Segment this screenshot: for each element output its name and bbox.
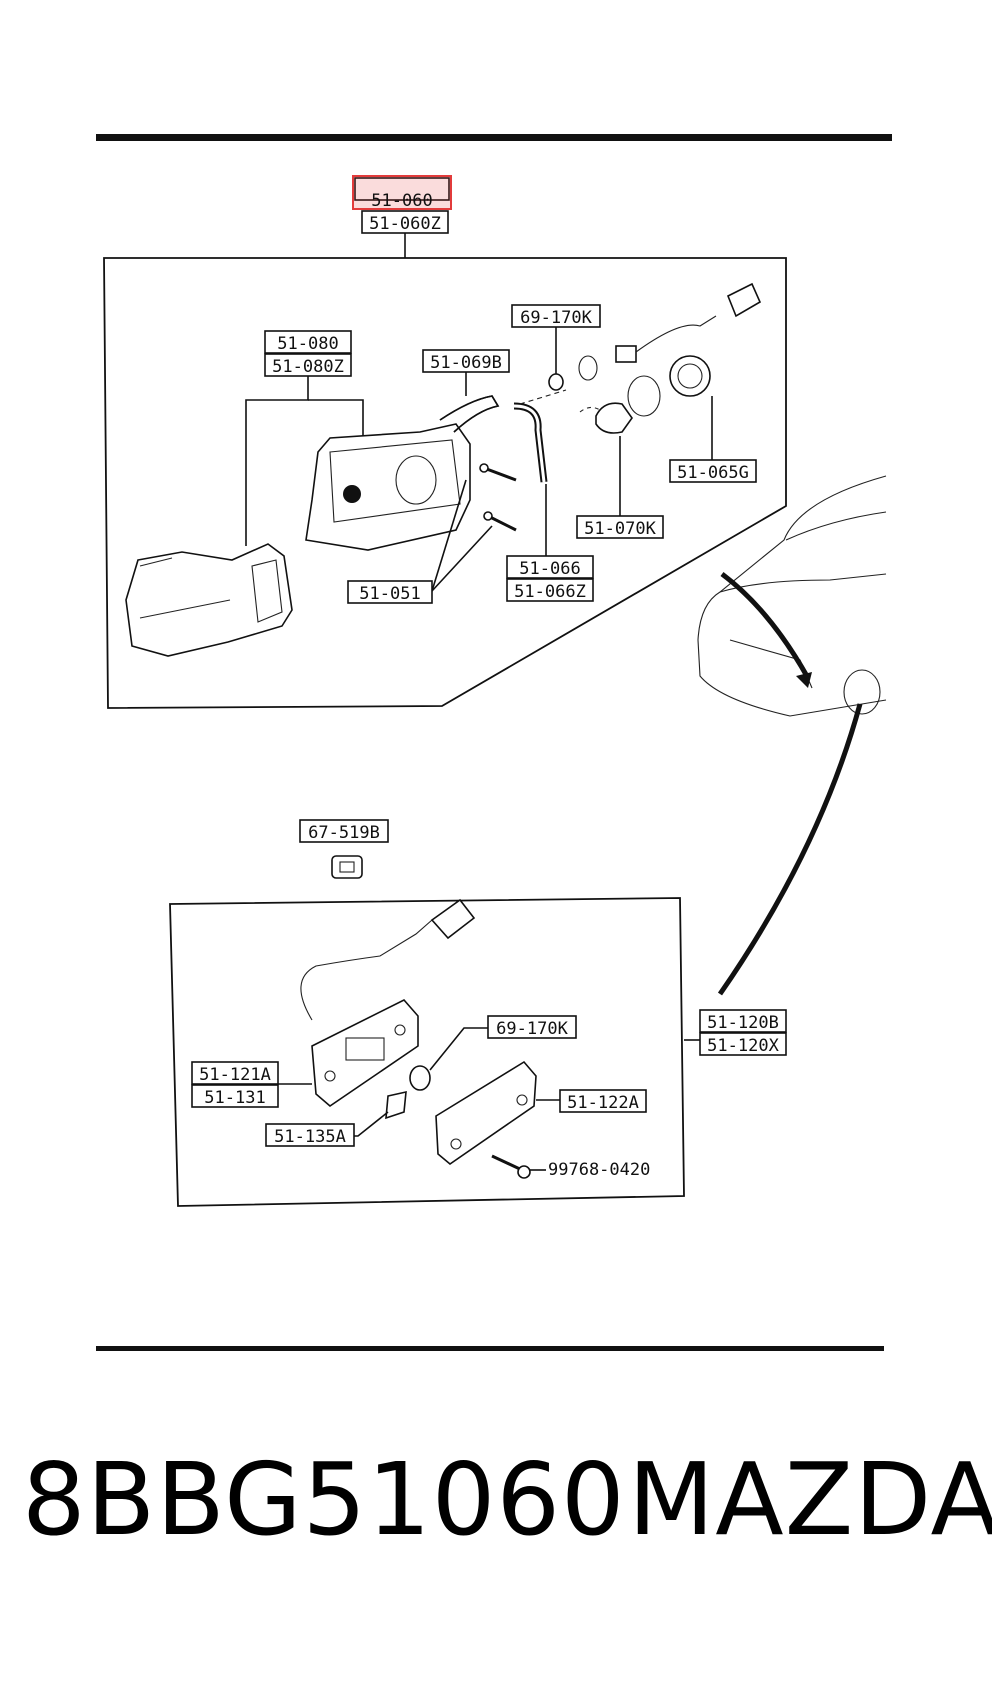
side-pad-part[interactable] [385,1090,407,1120]
side-wire-part[interactable] [300,898,476,1021]
highlight-box [352,175,452,210]
lens-part[interactable] [125,543,293,657]
callout-side-housing-b: 51-131 [204,1088,265,1108]
callout-side-screw[interactable]: 99768-0420 [548,1160,650,1180]
callout-gasket[interactable]: 51-066 51-066Z [506,555,594,602]
part-number: 8BBG51060 [22,1441,626,1558]
top-rule [96,134,892,141]
side-housing-part[interactable] [311,999,419,1108]
callout-large-bulb[interactable]: 51-070K [576,515,664,539]
side-lens-part[interactable] [435,1060,537,1166]
callout-side-bulb[interactable]: 69-170K [487,1015,577,1039]
callout-side-housing[interactable]: 51-121A 51-131 [191,1061,279,1108]
callout-small-bulb-text: 69-170K [520,308,592,328]
callout-screw-text: 51-051 [359,584,420,604]
side-screw-part[interactable] [491,1154,531,1179]
callout-side-assembly-b: 51-120X [707,1036,779,1056]
callout-assembly-main-b: 51-060Z [369,214,441,234]
callout-hose[interactable]: 51-069B [422,349,510,373]
hose-part[interactable] [439,395,500,433]
callout-hose-text: 51-069B [430,353,502,373]
callout-side-pad-text: 51-135A [274,1127,346,1147]
callout-lens-a: 51-080 [277,334,338,354]
side-bulb-part[interactable] [409,1065,431,1091]
callout-gasket-b: 51-066Z [514,582,586,602]
callout-clip[interactable]: 67-519B [299,819,389,843]
clip-part[interactable] [331,855,363,879]
socket-part[interactable] [615,282,762,417]
callout-side-pad[interactable]: 51-135A [265,1123,355,1147]
housing-part[interactable] [305,423,471,551]
callout-side-assembly[interactable]: 51-120B 51-120X [699,1009,787,1056]
large-bulb-part[interactable] [579,402,633,434]
bottom-rule [96,1346,884,1351]
callout-lens-b: 51-080Z [272,357,344,377]
callout-socket-text: 51-065G [677,463,749,483]
callout-socket[interactable]: 51-065G [669,459,757,483]
callout-clip-text: 67-519B [308,823,380,843]
callout-side-lens[interactable]: 51-122A [559,1089,647,1113]
callout-side-lens-text: 51-122A [567,1093,639,1113]
callout-small-bulb[interactable]: 69-170K [511,304,601,328]
callout-screw[interactable]: 51-051 [347,580,433,604]
callout-side-bulb-text: 69-170K [496,1019,568,1039]
callout-side-housing-a: 51-121A [199,1065,271,1085]
lower-assembly-frame [169,897,685,1207]
callout-assembly-main-a: 51-060 [371,191,432,211]
callout-lens[interactable]: 51-080 51-080Z [264,330,352,377]
callout-large-bulb-text: 51-070K [584,519,656,539]
upper-assembly-frame [103,257,787,709]
brand-name: MAZDA [628,1441,992,1558]
callout-assembly-main[interactable]: 51-060 51-060Z [352,175,452,234]
car-illustration [697,475,887,717]
screw-part[interactable] [479,463,517,532]
callout-gasket-a: 51-066 [519,559,580,579]
callout-side-assembly-a: 51-120B [707,1013,779,1033]
gasket-part[interactable] [513,402,548,483]
